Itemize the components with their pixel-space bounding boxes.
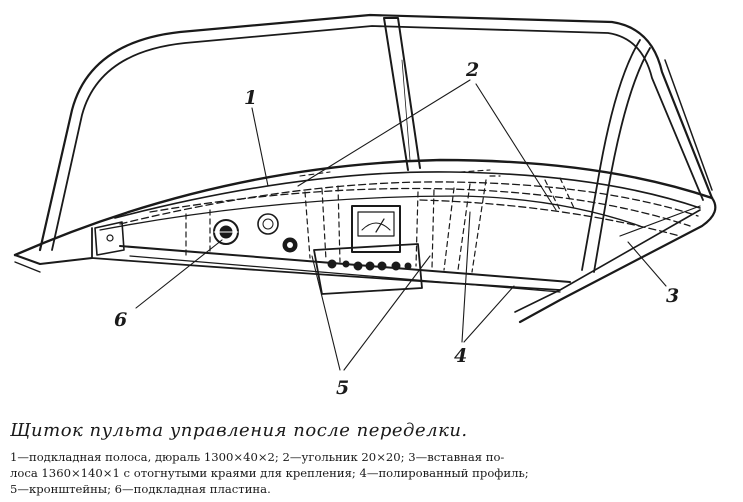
windshield-center-post: [383, 17, 421, 171]
small-knob: [282, 237, 298, 253]
caption-line: 5—кронштейны; 6—подкладная пластина.: [10, 482, 271, 496]
callout-4: 4: [454, 345, 467, 367]
switch-panel: [313, 243, 423, 295]
bottom-profile: [119, 245, 571, 283]
leader-lines: [135, 79, 667, 371]
caption-line: 1—подкладная полоса, дюраль 1300×40×2; 2…: [10, 450, 505, 464]
callout-2: 2: [465, 59, 479, 81]
windshield-frame-outer: [38, 13, 714, 252]
left-bracket: [94, 221, 125, 256]
right-side-rail: [518, 196, 717, 324]
dashboard-diagram: 1 2 3 4 5 6: [13, 13, 717, 399]
gauge-dial: [257, 213, 279, 235]
dashboard-top-edge: [13, 158, 714, 257]
windshield-frame-inner: [51, 25, 704, 251]
callout-6: 6: [114, 309, 127, 331]
callout-3: 3: [666, 285, 679, 307]
right-rear-post: [581, 39, 651, 273]
ignition-switch: [213, 219, 239, 245]
caption-legend: 1—подкладная полоса, дюраль 1300×40×2; 2…: [10, 449, 738, 497]
caption-title: Щиток пульта управления после переделки.: [10, 420, 468, 441]
caption-line: лоса 1360×140×1 с отогнутыми краями для …: [10, 466, 529, 480]
figure-caption: Щиток пульта управления после переделки.…: [10, 420, 738, 497]
callout-1: 1: [244, 87, 257, 109]
ammeter: [351, 205, 401, 253]
callout-5: 5: [336, 377, 349, 399]
